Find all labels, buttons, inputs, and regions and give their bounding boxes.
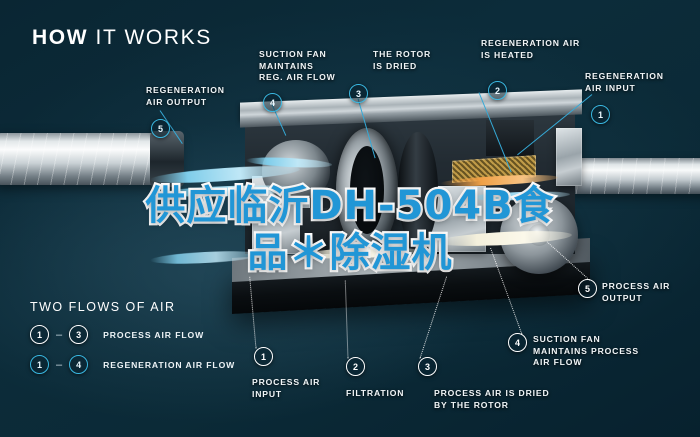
watermark-text: 供应临沂DH-504B食 品＊除湿机 [0, 181, 700, 279]
cabinet-top-edge [240, 105, 582, 128]
callout-label-process-air-dried: PROCESS AIR IS DRIED BY THE ROTOR [434, 388, 550, 410]
legend-dash-1: – [56, 328, 63, 341]
leader-line-rotor-dried [357, 98, 376, 159]
callout-marker-regeneration-input[interactable]: 1 [591, 105, 610, 124]
callout-label-process-air-input: PROCESS AIR INPUT [252, 377, 321, 399]
callout-marker-process-air-input[interactable]: 1 [254, 347, 273, 366]
leader-line-filtration [344, 280, 349, 359]
legend-dash-2: – [56, 358, 63, 371]
callout-label-process-air-output: PROCESS AIR OUTPUT [602, 281, 671, 303]
legend-marker-to-3: 3 [69, 325, 89, 344]
legend-label-regeneration-air-flow: REGENERATION AIR FLOW [103, 359, 236, 370]
callout-label-regeneration-heated: REGENERATION AIR IS HEATED [481, 38, 581, 60]
callout-label-suction-fan-reg: SUCTION FAN MAINTAINS REG. AIR FLOW [259, 49, 336, 82]
legend-marker-from-1-cyan: 1 [30, 355, 49, 374]
callout-label-regeneration-air-output: REGENERATION AIR OUTPUT [146, 85, 225, 107]
legend-row-regeneration-air-flow: 1 – 4 REGENERATION AIR FLOW [30, 355, 235, 374]
leader-line-regeneration-heated [478, 92, 512, 173]
callout-marker-rotor-dried[interactable]: 3 [349, 84, 368, 103]
callout-marker-regeneration-air-output[interactable]: 5 [151, 119, 170, 138]
heater-element-mesh [452, 155, 536, 183]
callout-label-regeneration-input: REGENERATION AIR INPUT [585, 71, 664, 93]
callout-marker-filtration[interactable]: 2 [346, 357, 365, 376]
callout-label-filtration: FILTRATION [346, 388, 405, 398]
airflow-blue-left-3 [245, 155, 333, 170]
callout-marker-suction-fan-process[interactable]: 4 [508, 333, 527, 352]
callout-label-suction-fan-process: SUCTION FAN MAINTAINS PROCESS AIR FLOW [533, 334, 639, 367]
cabinet-top-panel [240, 89, 582, 121]
callout-marker-suction-fan-reg[interactable]: 4 [263, 93, 282, 112]
legend-marker-from-1: 1 [30, 325, 49, 344]
legend-marker-to-4: 4 [69, 355, 89, 374]
leader-line-process-air-dried [419, 276, 448, 359]
watermark-line-2: 品＊除湿机 [245, 228, 454, 279]
component-outlet-plenum [556, 128, 582, 186]
page-title-bold: HOW [32, 26, 89, 49]
page-title-light: IT WORKS [88, 26, 212, 49]
legend-heading: TWO FLOWS OF AIR [30, 300, 176, 314]
watermark-line-1: 供应临沂DH-504B食 [143, 181, 556, 232]
legend-row-process-air-flow: 1 – 3 PROCESS AIR FLOW [30, 325, 204, 344]
callout-label-rotor-dried: THE ROTOR IS DRIED [373, 49, 432, 71]
callout-marker-process-air-dried[interactable]: 3 [418, 357, 437, 376]
callout-marker-process-air-output[interactable]: 5 [578, 279, 597, 298]
leader-line-process-air-input [249, 276, 257, 349]
callout-marker-regeneration-heated[interactable]: 2 [488, 81, 507, 100]
leader-line-regeneration-input [517, 94, 593, 156]
page-title: HOW IT WORKS [32, 26, 212, 50]
duct-left-flexible [0, 133, 180, 185]
legend-label-process-air-flow: PROCESS AIR FLOW [103, 329, 205, 340]
